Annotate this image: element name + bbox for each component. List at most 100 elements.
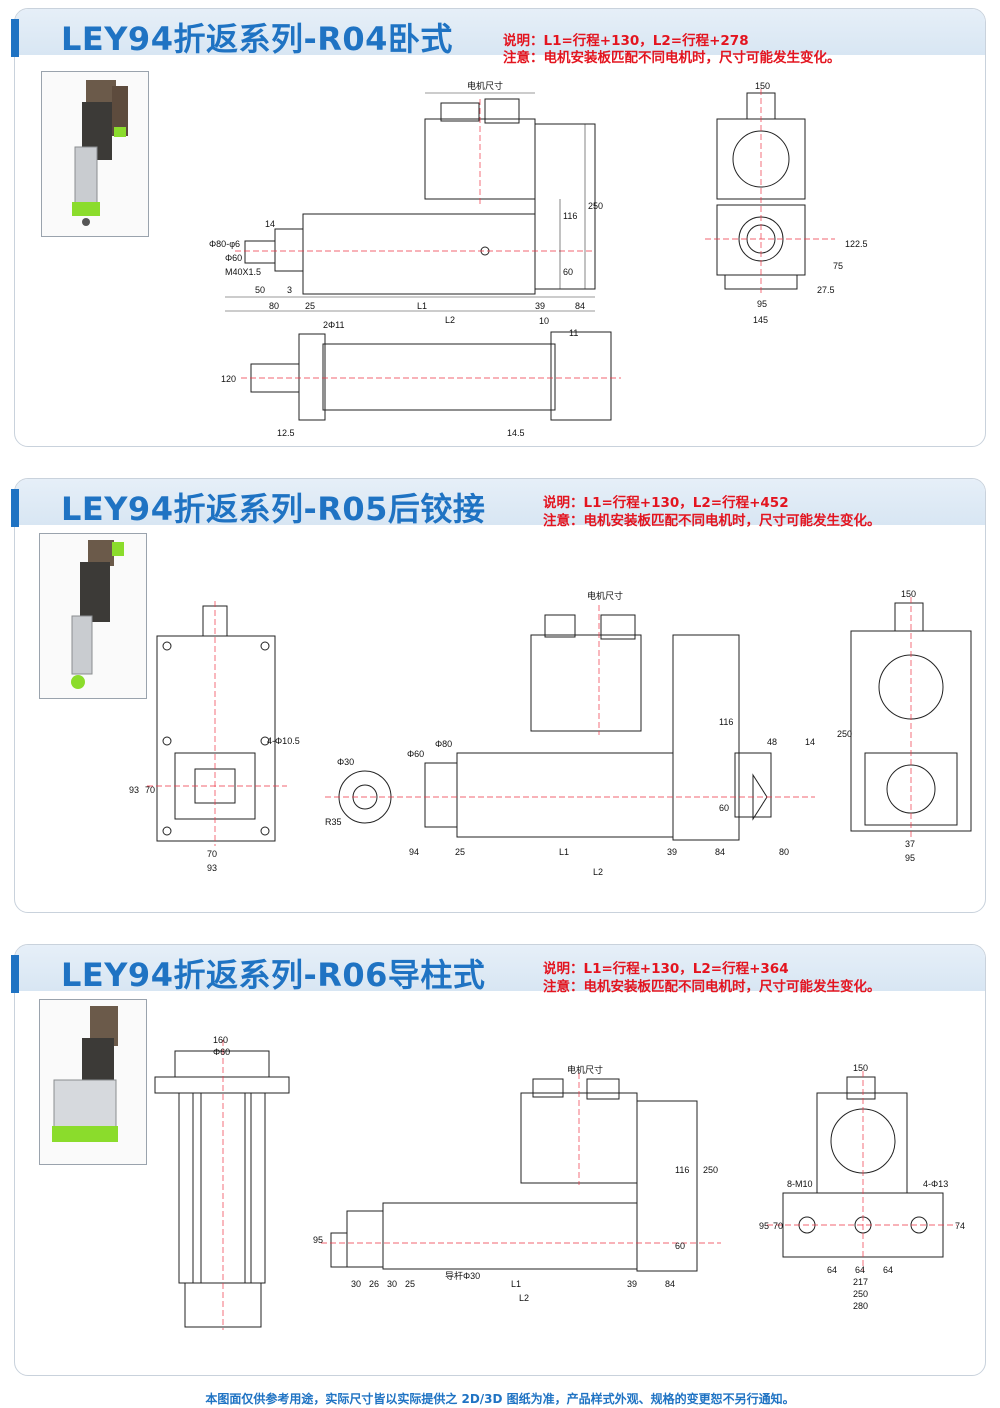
- dim-95: 95: [905, 853, 915, 863]
- dim-phi80: Φ80-φ6: [209, 239, 240, 249]
- dim-116: 116: [719, 717, 733, 727]
- dim-84: 84: [665, 1279, 675, 1289]
- end-view-drawing: 150 95 145 122.5 75 27.5: [705, 81, 868, 325]
- section-accent-bar: [11, 955, 19, 993]
- dim-60: 60: [563, 267, 573, 277]
- end-view-drawing: 150 8-M10 4-Φ13 95 70 74 64 64 64 217 25…: [759, 1063, 965, 1311]
- dim-11: 11: [569, 328, 578, 338]
- dim-150: 150: [755, 81, 770, 91]
- product-render-icon: [52, 1006, 118, 1142]
- dim-122-5: 122.5: [845, 239, 868, 249]
- top-view-drawing: 2Φ11 10 11 120 12.5 14.5: [221, 316, 621, 438]
- dim-93b: 93: [207, 863, 217, 873]
- product-photo: [41, 71, 149, 237]
- dim-70b: 70: [207, 849, 217, 859]
- dim-250: 250: [588, 201, 603, 211]
- section-title: LEY94折返系列-R04卧式: [61, 20, 453, 58]
- note-description: 说明：L1=行程+130，L2=行程+452: [543, 495, 789, 511]
- dim-80: 80: [269, 301, 279, 311]
- dim-phi60: Φ60: [407, 749, 424, 759]
- side-view-drawing: 电机尺寸 95 30 26 30 25 导杆Φ30 L1 39 84 L2 11…: [313, 1064, 721, 1303]
- dim-r35: R35: [325, 817, 342, 827]
- note-warning: 注意：电机安装板匹配不同电机时，尺寸可能发生变化。: [543, 979, 881, 995]
- section-header-band: [15, 945, 985, 991]
- dim-150: 150: [901, 589, 916, 599]
- dim-60: 60: [675, 1241, 685, 1251]
- front-view-drawing: 160 Φ60: [154, 1035, 290, 1330]
- dim-14-5: 14.5: [507, 428, 525, 438]
- dim-2phi11: 2Φ11: [323, 320, 345, 330]
- rear-view-drawing: 4-Φ10.5 93 70 70 93: [129, 601, 300, 873]
- dim-motor-size: 电机尺寸: [567, 1064, 603, 1075]
- dim-motor-size: 电机尺寸: [587, 590, 623, 601]
- dim-L1: L1: [559, 847, 569, 857]
- dim-30a: 30: [351, 1279, 361, 1289]
- dim-L1: L1: [417, 301, 427, 311]
- dim-m40: M40X1.5: [225, 267, 261, 277]
- dim-L2: L2: [519, 1293, 529, 1303]
- footer-disclaimer: 本图面仅供参考用途，实际尺寸皆以实际提供之 2D/3D 图纸为准，产品样式外观、…: [205, 1392, 795, 1406]
- dim-250: 250: [837, 729, 852, 739]
- dim-74: 74: [955, 1221, 965, 1231]
- section-r06: LEY94折返系列-R06导柱式 说明：L1=行程+130，L2=行程+364 …: [11, 944, 986, 1376]
- dim-84: 84: [575, 301, 585, 311]
- dim-94: 94: [409, 847, 419, 857]
- product-photo: [39, 533, 147, 699]
- note-description: 说明：L1=行程+130，L2=行程+278: [503, 33, 749, 49]
- dim-8m10: 8-M10: [787, 1179, 813, 1189]
- dim-phi60: Φ60: [213, 1047, 230, 1057]
- dim-3: 3: [287, 285, 292, 295]
- section-accent-bar: [11, 19, 19, 57]
- dim-12-5: 12.5: [277, 428, 295, 438]
- dim-160: 160: [213, 1035, 228, 1045]
- dim-116: 116: [675, 1165, 689, 1175]
- dim-217: 217: [853, 1277, 868, 1287]
- dim-37: 37: [905, 839, 915, 849]
- note-warning: 注意：电机安装板匹配不同电机时，尺寸可能发生变化。: [543, 513, 881, 529]
- dim-motor-size: 电机尺寸: [467, 80, 503, 91]
- dim-64c: 64: [883, 1265, 893, 1275]
- dim-26: 26: [369, 1279, 379, 1289]
- section-r05: LEY94折返系列-R05后铰接 说明：L1=行程+130，L2=行程+452 …: [11, 478, 986, 913]
- dim-250b: 250: [853, 1289, 868, 1299]
- dim-14: 14: [805, 737, 815, 747]
- section-header-band: [15, 479, 985, 525]
- product-render-icon: [71, 540, 124, 689]
- dim-L1: L1: [511, 1279, 521, 1289]
- side-view-drawing: 电机尺寸 14 50 3 80 25 L1 39 84 L2 116 60 25…: [209, 80, 603, 325]
- dim-30b: 30: [387, 1279, 397, 1289]
- dim-48: 48: [767, 737, 777, 747]
- dim-150: 150: [853, 1063, 868, 1073]
- dim-phi80: Φ80: [435, 739, 452, 749]
- dim-4phi13: 4-Φ13: [923, 1179, 948, 1189]
- section-r04: LEY94折返系列-R04卧式 说明：L1=行程+130，L2=行程+278 注…: [11, 8, 986, 447]
- dim-39: 39: [535, 301, 545, 311]
- section-title: LEY94折返系列-R06导柱式: [61, 956, 486, 994]
- dim-95: 95: [757, 299, 767, 309]
- dim-145: 145: [753, 315, 768, 325]
- section-accent-bar: [11, 489, 19, 527]
- dim-10: 10: [539, 316, 549, 326]
- dim-25: 25: [405, 1279, 415, 1289]
- actuator-tube: [302, 213, 536, 295]
- dim-70: 70: [773, 1221, 783, 1231]
- gearbox-housing: [534, 123, 596, 290]
- dim-60: 60: [719, 803, 729, 813]
- dim-70: 70: [145, 785, 155, 795]
- section-title: LEY94折返系列-R05后铰接: [61, 490, 486, 528]
- dim-phi60: Φ60: [225, 253, 242, 263]
- dim-phi30: Φ30: [337, 757, 354, 767]
- dim-280: 280: [853, 1301, 868, 1311]
- dim-25: 25: [305, 301, 315, 311]
- dim-39: 39: [667, 847, 677, 857]
- product-photo: [39, 999, 147, 1165]
- dim-25: 25: [455, 847, 465, 857]
- dim-14: 14: [265, 219, 275, 229]
- dim-250: 250: [703, 1165, 718, 1175]
- dim-93: 93: [129, 785, 139, 795]
- dim-120: 120: [221, 374, 236, 384]
- section-header-band: [15, 9, 985, 55]
- note-description: 说明：L1=行程+130，L2=行程+364: [543, 961, 789, 977]
- dim-95: 95: [313, 1235, 323, 1245]
- dim-rod: 导杆Φ30: [445, 1270, 480, 1281]
